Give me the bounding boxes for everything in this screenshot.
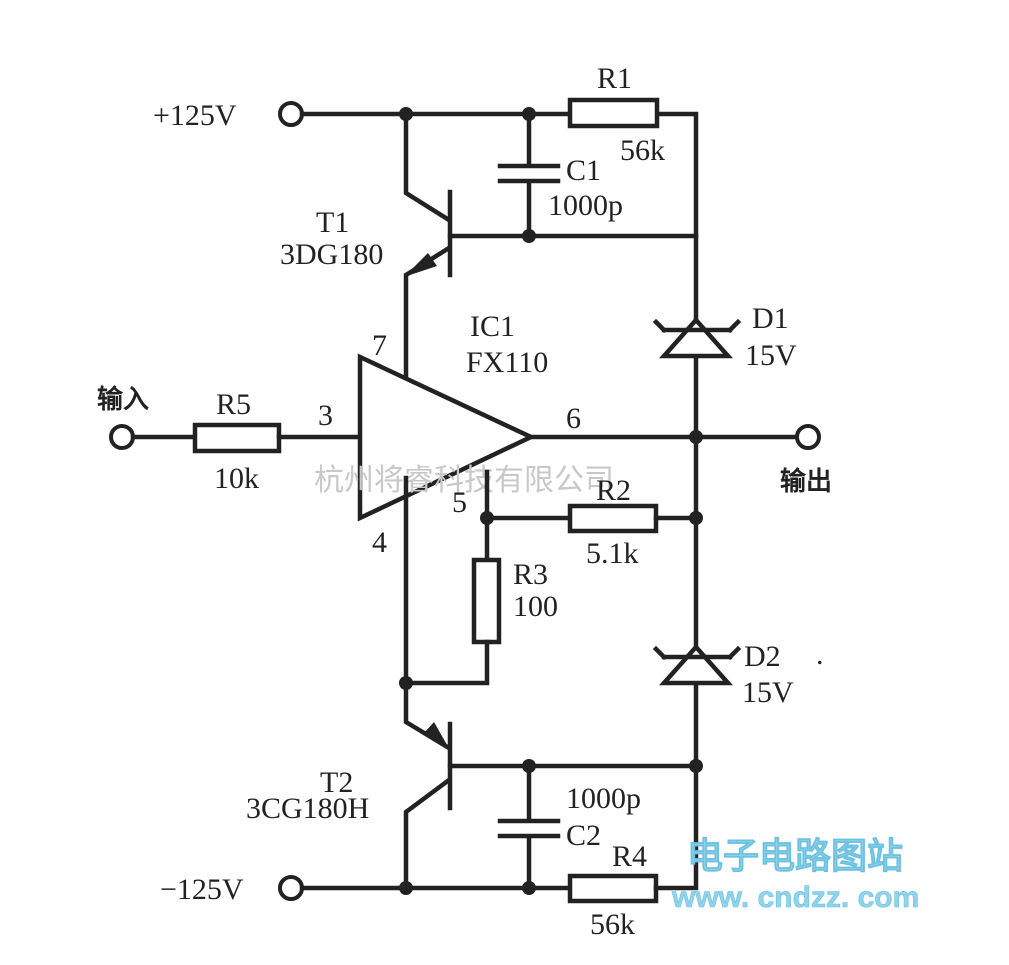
pin-5-label: 5 [452,486,467,519]
capacitor-c2: 1000p C2 [497,763,641,891]
op-amp-model: FX110 [466,346,548,379]
resistor-r5-value: 10k [214,462,259,495]
resistor-r1-value: 56k [620,134,665,167]
resistor-r2-body [567,503,659,534]
wire [654,111,699,771]
resistor-r4-ref: R4 [612,840,647,873]
wire [497,111,561,239]
resistor-r5-body [192,422,282,454]
feedback-network: R2 5.1k R3 100 [403,469,703,686]
resistor-r3-value: 100 [513,590,558,623]
zener-d1-ref: D1 [752,302,789,335]
resistor-r4-body [567,873,659,904]
wire [403,776,453,891]
transistor-t1-model: 3DG180 [280,238,383,271]
resistor-r3-body [471,557,502,645]
resistor-r1: R1 56k [567,62,665,167]
junction-dot [689,511,703,525]
resistor-r1-ref: R1 [597,62,632,95]
d1-triangle [658,316,734,359]
resistor-r3-ref: R3 [513,558,548,591]
stray-mark: . [816,638,824,671]
transistor-t2-model: 3CG180H [246,792,369,825]
zener-d2-ref: D2 [744,640,781,673]
transistor-t1: T1 3DG180 [280,111,699,411]
wire [403,475,453,752]
junction-dot [522,229,536,243]
positive-supply-terminal[interactable] [278,101,304,127]
input-stage: 输入 R5 10k 3 [97,384,363,495]
op-amp-ref: IC1 [470,310,515,343]
wire [403,111,453,224]
d2-triangle [658,643,734,686]
transistor-t2: T2 3CG180H [246,721,703,891]
resistor-r5-ref: R5 [216,388,251,421]
op-amp-triangle [357,353,537,522]
wire [497,763,561,891]
t2-emitter-arrow-icon [424,722,451,752]
junction-dot [399,676,413,690]
site-url-watermark: www. cndzz. com [671,881,919,914]
pin-7-label: 7 [372,329,387,362]
company-watermark: 杭州将睿科技有限公司 [314,463,614,498]
output-label: 输出 [780,466,832,497]
resistor-r1-body [567,97,660,129]
pin-6-label: 6 [566,402,581,435]
wire [653,763,699,891]
junction-dot [522,881,536,895]
junction-dot [689,430,703,444]
wire [403,639,490,686]
site-name-watermark: 电子电路图站 [687,836,903,877]
capacitor-c2-ref: C2 [566,819,601,852]
capacitor-c1-ref: C1 [566,154,601,187]
op-amp-ic1: IC1 FX110 7 6 5 4 输出 [357,310,832,559]
zener-diode-d1: D1 15V [652,302,797,372]
pin-3-label: 3 [318,399,333,432]
zener-d1-value: 15V [745,339,797,372]
capacitor-c1: C1 1000p [497,111,623,239]
pin-4-label: 4 [372,526,387,559]
d1-cathode-bar [652,318,742,334]
input-label: 输入 [97,384,149,415]
negative-supply-label: −125V [160,873,244,906]
positive-supply-label: +125V [153,99,237,132]
resistor-r2-ref: R2 [596,474,631,507]
negative-supply-terminal[interactable] [278,875,304,901]
resistor-r2-value: 5.1k [586,537,639,570]
t1-emitter-arrow-icon [404,253,437,277]
capacitor-c1-value: 1000p [548,189,623,222]
capacitor-c2-value: 1000p [566,782,641,815]
junction-dot [399,881,413,895]
zener-d2-value: 15V [742,676,794,709]
d2-cathode-bar [652,645,742,661]
resistor-r4-value: 56k [590,908,635,941]
output-terminal[interactable] [795,424,821,450]
input-terminal[interactable] [109,424,135,450]
transistor-t2-ref: T2 [320,766,353,799]
zener-diode-d2: D2 15V . [652,638,824,709]
negative-rail: −125V R4 56k [160,763,699,941]
transistor-t1-ref: T1 [316,206,349,239]
